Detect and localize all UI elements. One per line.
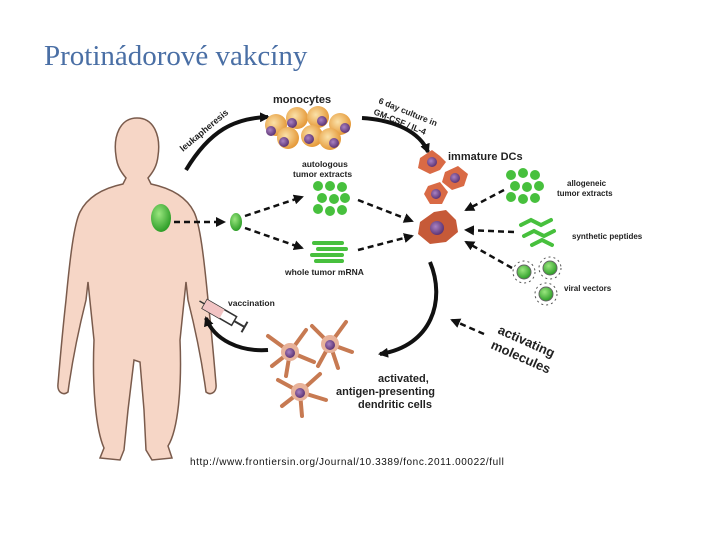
mrna-to-dc-arrow — [357, 233, 414, 252]
tumor-icon — [230, 213, 242, 231]
autologous-arrow — [244, 194, 304, 218]
monocyte-icon — [319, 128, 341, 150]
vaccination-label: vaccination — [228, 298, 275, 308]
activating-arrow — [450, 318, 485, 336]
virus-icon — [534, 282, 558, 306]
immature-dcs-label: immature DCs — [448, 151, 523, 163]
dendritic-cell-icon — [424, 182, 448, 204]
whole-tumor-mrna — [310, 241, 348, 263]
monocyte-icon — [307, 106, 329, 128]
syringe-icon — [199, 298, 249, 333]
leukapheresis-arrow — [184, 112, 270, 172]
dendritic-cell-icon — [266, 328, 316, 378]
dendritic-cell-icon — [418, 150, 446, 174]
virus-icon — [512, 260, 536, 284]
monocyte-icon — [301, 125, 323, 147]
viral-vectors-label: viral vectors — [564, 284, 612, 293]
autologous-label-line1: autologous — [302, 159, 348, 169]
immature-dcs-cluster — [418, 150, 468, 244]
dendritic-cell-icon — [442, 166, 468, 190]
vaccination-arrow — [204, 316, 269, 353]
source-url: http://www.frontiersin.org/Journal/10.33… — [190, 457, 505, 468]
allogeneic-arrow — [464, 188, 505, 212]
viral-vectors-arrow — [464, 240, 513, 270]
whole-tumor-mrna-label: whole tumor mRNA — [284, 267, 364, 277]
monocytes-cluster — [265, 106, 351, 150]
monocyte-icon — [286, 107, 308, 129]
tumor-icon — [151, 204, 171, 232]
virus-icon — [538, 256, 562, 280]
activated-label-line3: dendritic cells — [358, 399, 432, 411]
viral-vectors-cluster — [512, 256, 562, 306]
monocyte-icon — [277, 127, 299, 149]
activated-label-line1: activated, — [378, 373, 429, 385]
allogeneic-label-line1: allogeneic — [567, 179, 607, 188]
allogeneic-tumor-extracts — [506, 168, 544, 204]
human-body-icon — [57, 117, 217, 461]
synthetic-peptides-label: synthetic peptides — [572, 232, 643, 241]
slide-title: Protinádorové vakcíny — [44, 40, 308, 72]
dendritic-cell-icon — [310, 320, 354, 370]
monocytes-label: monocytes — [273, 94, 331, 106]
dendritic-cell-icon — [276, 372, 328, 418]
activated-label-line2: antigen-presenting — [336, 386, 435, 398]
autologous-tumor-extracts — [313, 181, 350, 216]
autologous-label-line2: tumor extracts — [293, 169, 352, 179]
culture-arrow — [361, 116, 430, 154]
mrna-arrow — [244, 226, 304, 251]
peptides-arrow — [464, 225, 515, 236]
autologous-to-dc-arrow — [357, 198, 414, 223]
maturation-arrow — [378, 261, 439, 358]
peptide-icon — [519, 217, 556, 247]
allogeneic-label-line2: tumor extracts — [557, 189, 613, 198]
activated-dcs-cluster — [266, 320, 354, 418]
dendritic-cell-icon — [418, 210, 458, 244]
